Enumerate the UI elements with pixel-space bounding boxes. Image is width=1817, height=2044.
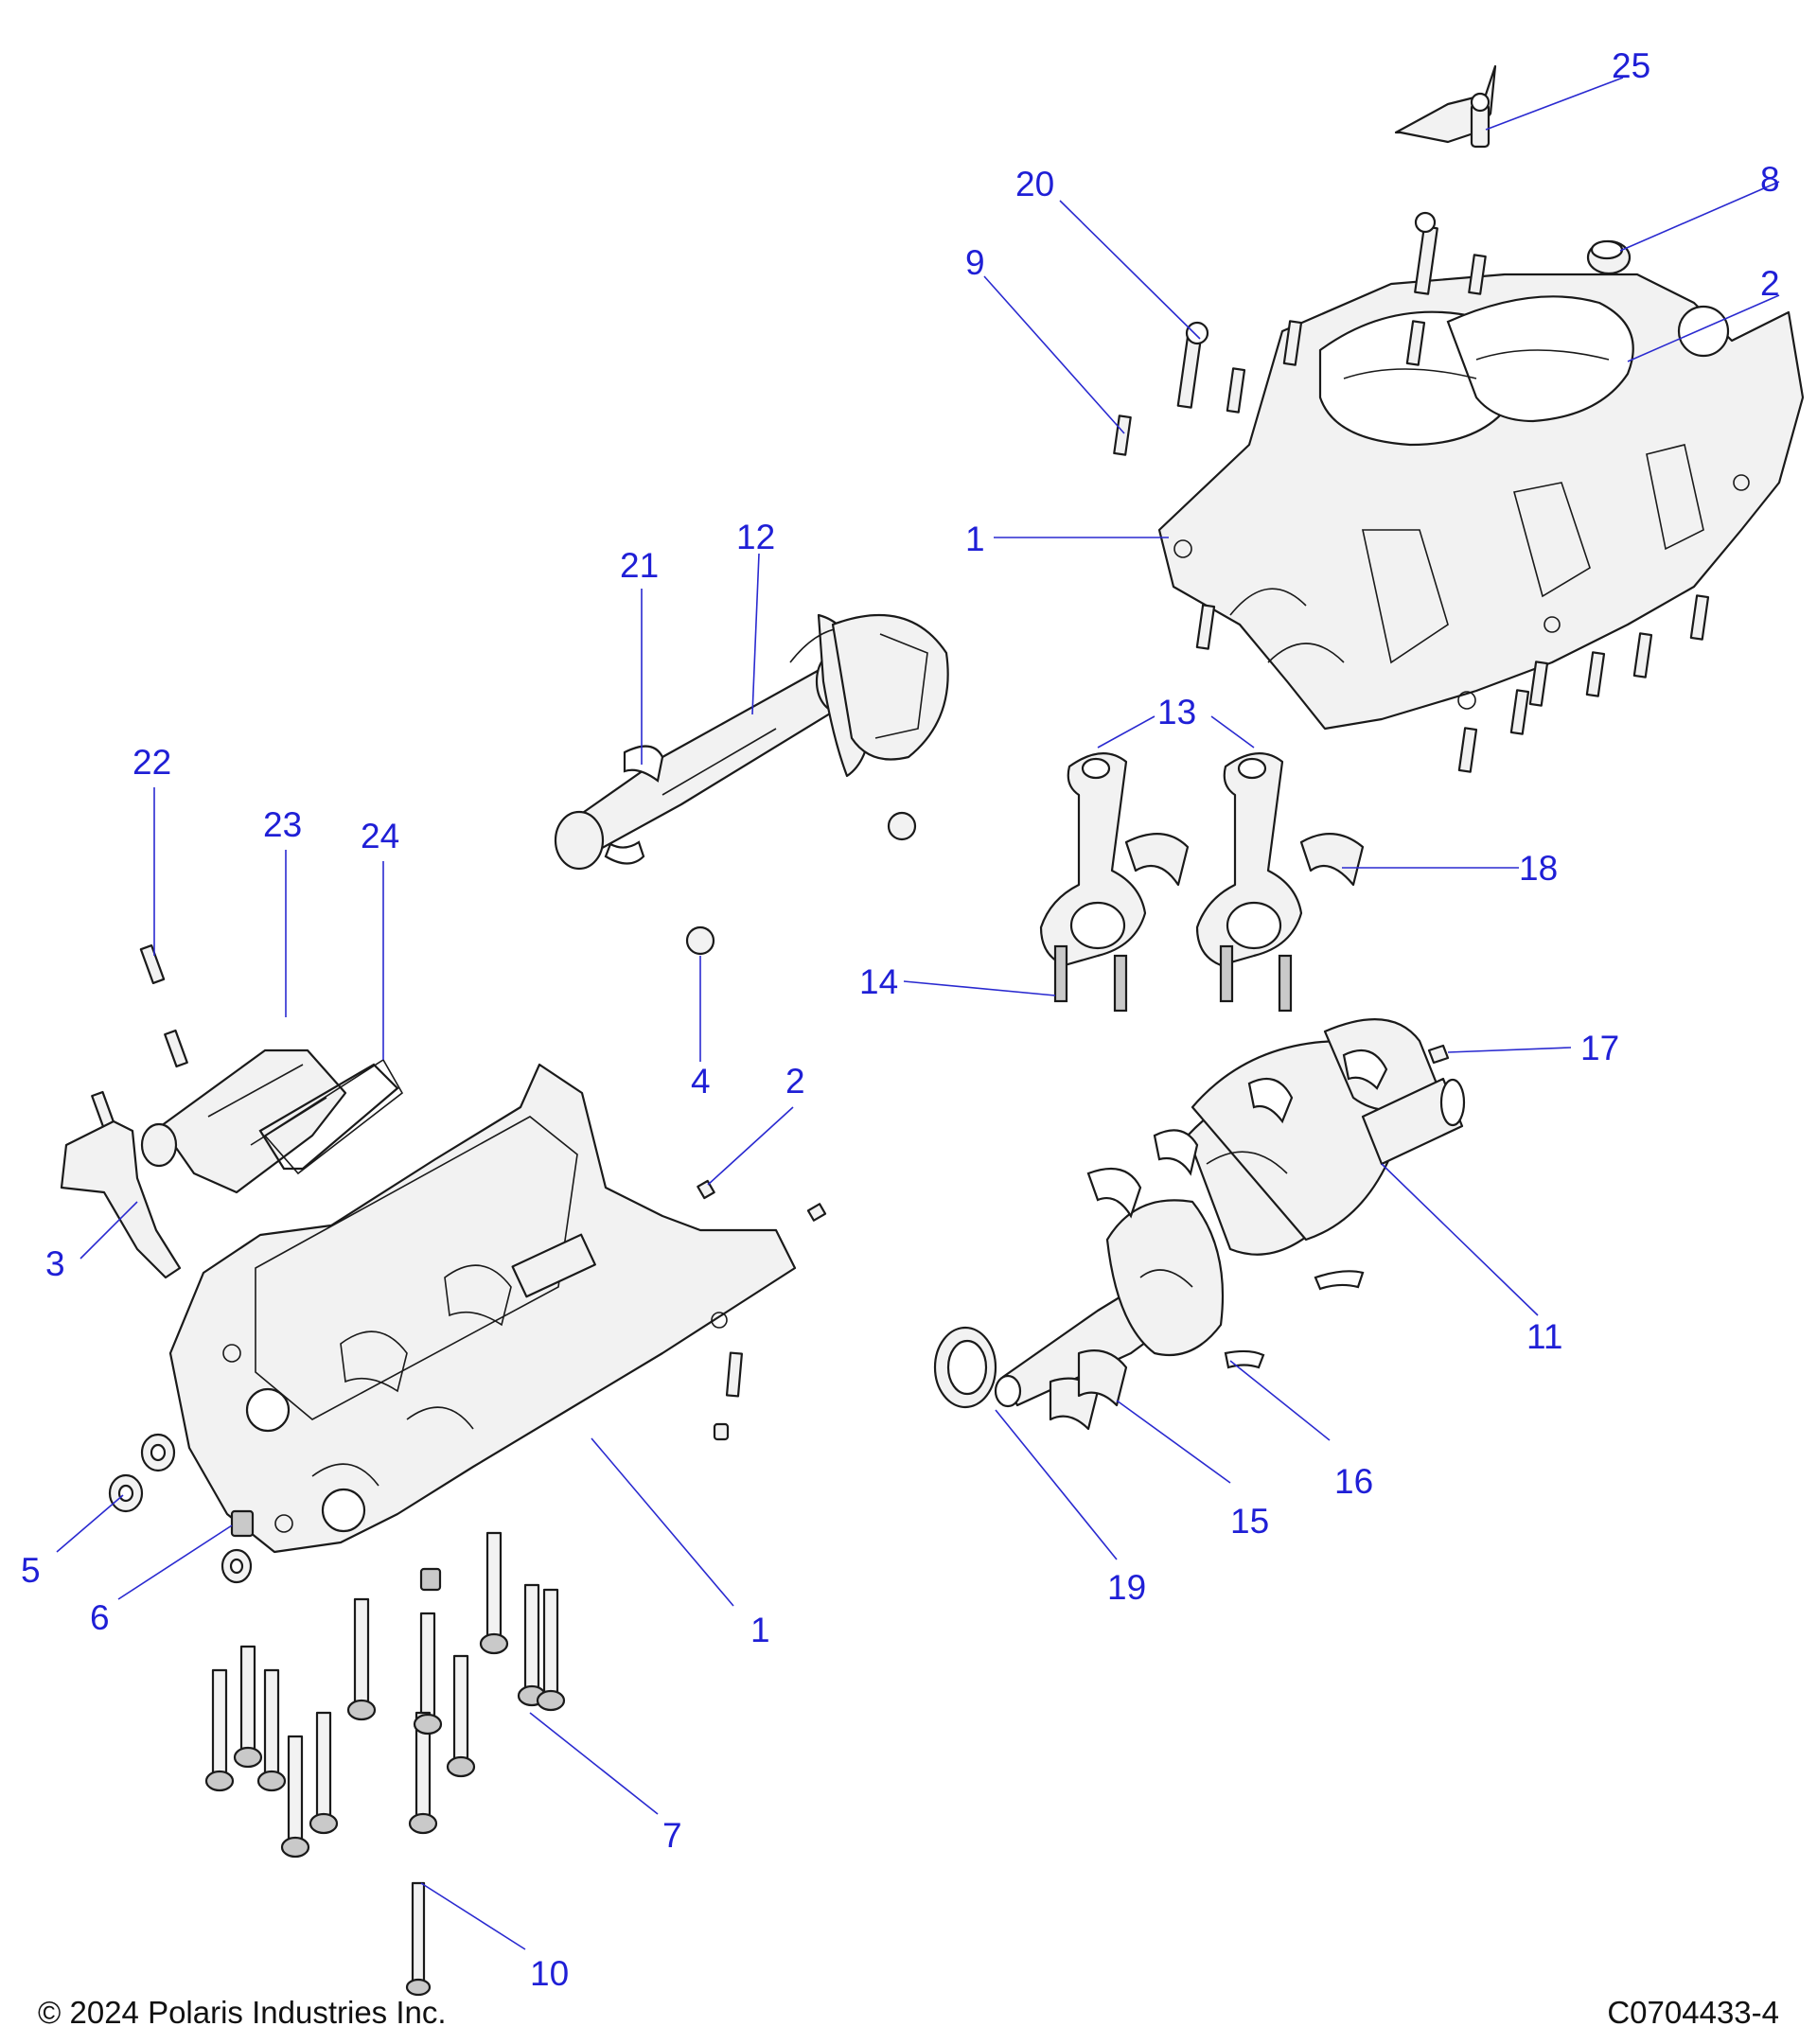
sensor-bracket [1394, 64, 1497, 149]
plug [1586, 239, 1632, 275]
callout-4: 4 [691, 1062, 711, 1101]
dowel-2b [697, 1179, 715, 1200]
oil-seal [933, 1326, 997, 1409]
copyright-notice: © 2024 Polaris Industries Inc. [38, 1995, 447, 2030]
dowel-pin [887, 811, 917, 841]
callout-9: 9 [965, 243, 985, 282]
crank-key [1427, 1044, 1450, 1065]
lower-crankcase [168, 1063, 797, 1554]
upper-case-bolts [1113, 211, 1710, 773]
callout-12: 12 [736, 518, 775, 556]
crankshaft [994, 1018, 1466, 1408]
callout-1-upper: 1 [965, 520, 985, 558]
lower-dowel [713, 1422, 730, 1441]
callout-10: 10 [530, 1954, 569, 1993]
crank-bearing-shell-lower [1314, 1270, 1365, 1291]
callout-6: 6 [90, 1598, 110, 1637]
callout-2-upper: 2 [1760, 264, 1780, 303]
callout-labels: 25 20 8 9 2 1 12 21 13 22 23 24 18 14 4 … [21, 46, 1780, 1993]
main-bearing-shells [1049, 1349, 1128, 1431]
callout-20: 20 [1015, 165, 1054, 203]
threaded-plug [230, 1509, 255, 1538]
upper-crankcase [1157, 273, 1805, 731]
callout-17: 17 [1580, 1029, 1619, 1067]
callout-19: 19 [1107, 1568, 1146, 1607]
dowel-pin-upper [685, 925, 715, 956]
callout-25: 25 [1612, 46, 1650, 85]
crank-bearing-shell-mid [1224, 1349, 1265, 1369]
connecting-rod-right [1195, 752, 1303, 1013]
callout-16: 16 [1334, 1462, 1373, 1501]
callout-3: 3 [45, 1244, 65, 1283]
rod-bearing-shell-right [1299, 833, 1365, 887]
dowel-2c [806, 1203, 827, 1222]
callout-7: 7 [662, 1816, 682, 1855]
bracket [60, 1119, 182, 1279]
callout-8: 8 [1760, 160, 1780, 199]
callout-23: 23 [263, 805, 302, 844]
short-bolt-case [725, 1351, 743, 1398]
callout-24: 24 [361, 817, 399, 855]
case-bolts [204, 1531, 566, 1997]
connecting-rod-left [1039, 752, 1147, 1013]
callout-1-lower: 1 [750, 1611, 770, 1649]
callout-2-lower: 2 [785, 1062, 805, 1101]
leader-lines [56, 77, 1780, 1950]
callout-21: 21 [620, 546, 659, 585]
callout-22: 22 [132, 743, 171, 782]
callout-15: 15 [1230, 1502, 1269, 1541]
callout-5: 5 [21, 1551, 41, 1590]
callout-14: 14 [859, 962, 898, 1001]
callout-18: 18 [1519, 849, 1558, 888]
callout-11: 11 [1526, 1317, 1562, 1356]
callout-13: 13 [1157, 693, 1196, 731]
drawing-number: C0704433-4 [1607, 1995, 1779, 2030]
threaded-plug-lower [419, 1567, 442, 1592]
balance-shaft-assembly [554, 613, 949, 871]
case-plugs [108, 1433, 253, 1584]
rod-bearing-shell-left [1124, 833, 1190, 887]
cover-assembly [91, 943, 404, 1194]
